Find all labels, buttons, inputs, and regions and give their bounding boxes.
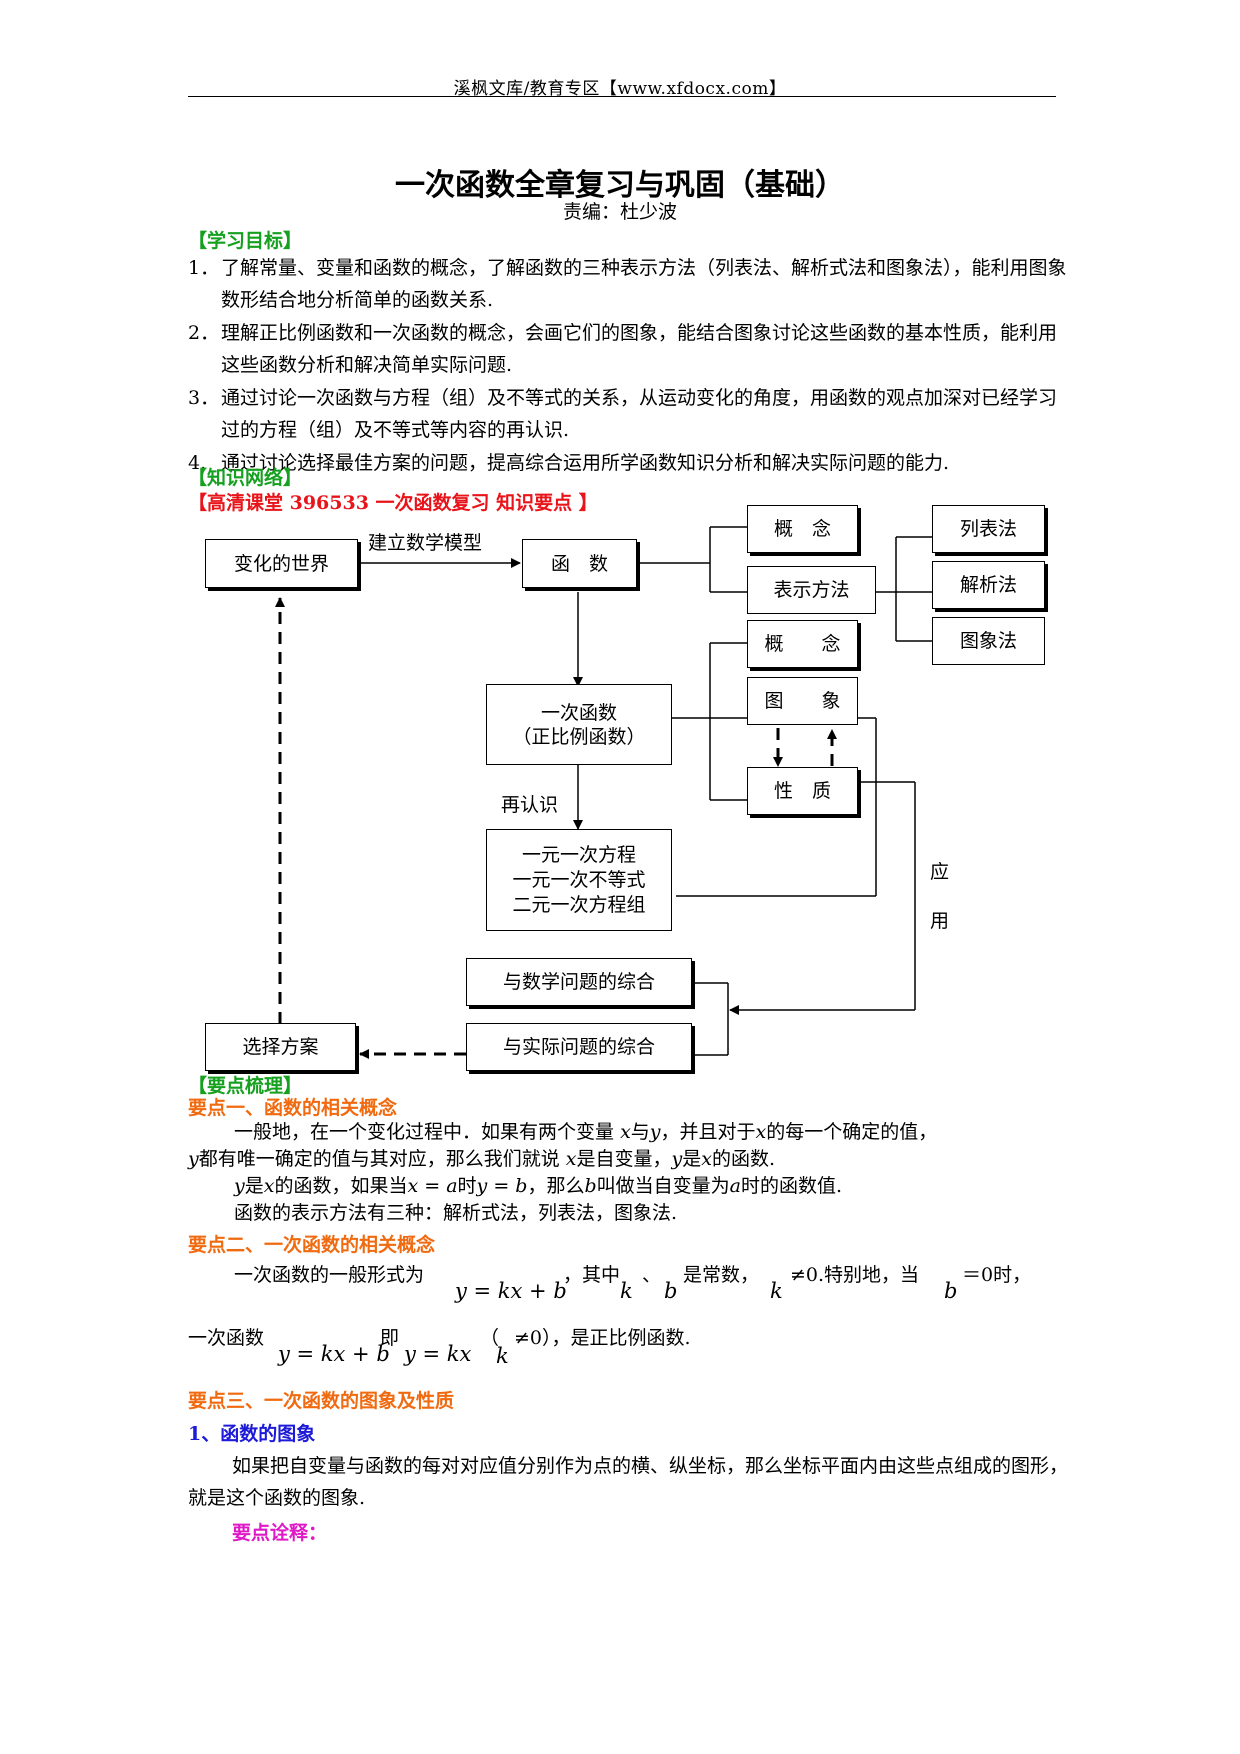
point3-paragraph: 如果把自变量与函数的每对对应值分别作为点的横、纵坐标，那么坐标平面内由这些点组成… bbox=[188, 1455, 1069, 1509]
point2-paren: （ bbox=[480, 1327, 500, 1349]
recognize-label: 再认识 bbox=[501, 794, 559, 816]
build-model-label: 建立数学模型 bbox=[368, 532, 483, 554]
site-header: 溪枫文库/教育专区【www.xfdocx.com】 bbox=[453, 79, 787, 99]
formula-proportional: y = kx bbox=[404, 1342, 472, 1366]
point2-line1-text: 一次函数的一般形式为 bbox=[234, 1264, 425, 1286]
real-combination-box: 与实际问题的综合 bbox=[466, 1023, 692, 1071]
goal-item: 4.通过讨论选择最佳方案的问题，提高综合运用所学函数知识分析和解决实际问题的能力… bbox=[188, 452, 950, 474]
point1-line1: 一般地，在一个变化过程中．如果有两个变量 x与y，并且对于x的每一个确定的值， bbox=[234, 1121, 938, 1143]
formula-general-2: y = kx + b bbox=[278, 1342, 390, 1366]
point2-line2-text: 一次函数 bbox=[188, 1327, 265, 1349]
equation-label: 一元一次方程 bbox=[521, 843, 636, 866]
concept-box: 概 念 bbox=[747, 505, 858, 553]
document-title: 一次函数全章复习与巩固（基础） bbox=[395, 168, 845, 203]
network-heading: 【知识网络】 bbox=[188, 467, 303, 489]
point2-sep: 、 bbox=[642, 1264, 662, 1286]
goals-heading: 【学习目标】 bbox=[188, 230, 303, 252]
formula-general: y = kx + b bbox=[455, 1279, 567, 1303]
choose-plan-box: 选择方案 bbox=[205, 1023, 356, 1071]
point3-sub1: 1、函数的图象 bbox=[188, 1423, 316, 1445]
property-box: 性 质 bbox=[747, 767, 858, 815]
symbol-k-3: k bbox=[496, 1344, 509, 1368]
author-line: 责编：杜少波 bbox=[562, 201, 677, 223]
proportional-function-label: （正比例函数） bbox=[512, 725, 646, 748]
point1-line3: y是x的函数，如果当x = a时y = b，那么b叫做当自变量为a时的函数值. bbox=[234, 1175, 843, 1197]
math-combination-box: 与数学问题的综合 bbox=[466, 958, 692, 1006]
point2-where: ，其中 bbox=[563, 1264, 621, 1286]
point2-proportional: ≠0），是正比例函数. bbox=[514, 1327, 691, 1349]
goal-item: 3．通过讨论一次函数与方程（组）及不等式的关系，从运动变化的角度，用函数的观点加… bbox=[188, 387, 1058, 441]
table-method-box: 列表法 bbox=[932, 505, 1045, 553]
analytic-method-box: 解析法 bbox=[932, 561, 1045, 609]
point3-title: 要点三、一次函数的图象及性质 bbox=[188, 1390, 455, 1412]
graph-method-box: 图象法 bbox=[932, 617, 1045, 665]
function-box: 函 数 bbox=[522, 539, 637, 588]
points-heading: 【要点梳理】 bbox=[188, 1075, 303, 1097]
goals-list: 1．了解常量、变量和函数的概念，了解函数的三种表示方法（列表法、解析式法和图象法… bbox=[188, 252, 1068, 480]
symbol-k: k bbox=[620, 1279, 633, 1303]
point1-line2: y都有唯一确定的值与其对应，那么我们就说 x是自变量，y是x的函数. bbox=[188, 1148, 776, 1170]
point3-note: 要点诠释： bbox=[232, 1522, 328, 1544]
equations-box: 一元一次方程 一元一次不等式 二元一次方程组 bbox=[486, 829, 672, 931]
video-heading: 【高清课堂 396533 一次函数复习 知识要点 】 bbox=[188, 492, 598, 514]
point1-title: 要点一、函数的相关概念 bbox=[188, 1097, 398, 1119]
inequality-label: 一元一次不等式 bbox=[512, 868, 646, 891]
application-label-2: 用 bbox=[930, 910, 950, 932]
linear-function-box: 一次函数 （正比例函数） bbox=[486, 684, 672, 765]
point1-line4: 函数的表示方法有三种：解析式法，列表法，图象法. bbox=[234, 1202, 678, 1224]
symbol-b: b bbox=[664, 1279, 678, 1303]
header-rule bbox=[188, 96, 1056, 97]
changing-world-box: 变化的世界 bbox=[205, 539, 358, 588]
goal-item: 1．了解常量、变量和函数的概念，了解函数的三种表示方法（列表法、解析式法和图象法… bbox=[188, 257, 1067, 311]
equation-system-label: 二元一次方程组 bbox=[512, 893, 646, 916]
representation-box: 表示方法 bbox=[747, 566, 876, 614]
linear-function-label: 一次函数 bbox=[540, 701, 617, 724]
point2-zero: ＝0时， bbox=[962, 1264, 1032, 1286]
point2-namely: 即 bbox=[380, 1327, 400, 1349]
application-label-1: 应 bbox=[930, 861, 950, 883]
symbol-k-2: k bbox=[770, 1279, 783, 1303]
point2-constants: 是常数， bbox=[683, 1264, 760, 1286]
symbol-b-2: b bbox=[944, 1279, 958, 1303]
point2-special: ≠0.特别地，当 bbox=[790, 1264, 920, 1286]
point2-title: 要点二、一次函数的相关概念 bbox=[188, 1234, 436, 1256]
graph-box: 图 象 bbox=[747, 677, 858, 725]
goal-item: 2．理解正比例函数和一次函数的概念，会画它们的图象，能结合图象讨论这些函数的基本… bbox=[188, 322, 1058, 376]
concept2-box: 概 念 bbox=[747, 620, 858, 668]
